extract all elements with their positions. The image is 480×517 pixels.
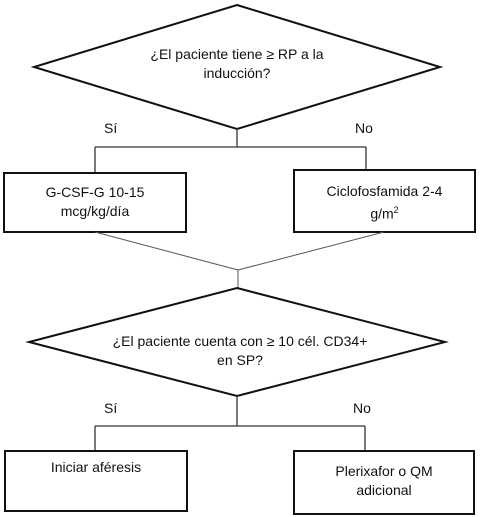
box-ciclofosfamida-line-1: Ciclofosfamida 2-4 [326,183,443,199]
box-g-csf [3,172,187,233]
box-ciclofosfamida-text: Ciclofosfamida 2-4 g/m2 [294,182,475,224]
box-ciclofosfamida-line-2: g/m2 [294,201,475,224]
unit-superscript: 2 [393,205,399,215]
unit-text: g/m [370,205,394,222]
decision-1-line-1: ¿El paciente tiene ≥ RP a la [150,46,324,62]
decision-1-text: ¿El paciente tiene ≥ RP a la inducción? [90,45,384,83]
box-g-csf-line-2: mcg/kg/día [60,203,130,219]
box-g-csf-line-1: G-CSF-G 10-15 [45,184,145,200]
branch-2-yes-label: Sí [104,400,118,416]
box-ciclofosfamida [293,169,476,233]
box-aferesis-text: Iniciar aféresis [5,458,187,477]
decision-2-line-2: en SP? [217,352,263,368]
box-plerixafor-line-2: adicional [356,482,412,498]
decision-1-line-2: inducción? [203,65,271,81]
decision-2-line-1: ¿El paciente cuenta con ≥ 10 cél. CD34+ [112,333,368,349]
box-aferesis [4,450,188,512]
decision-2-text: ¿El paciente cuenta con ≥ 10 cél. CD34+ … [60,332,420,370]
merge-line-right [237,231,385,271]
merge-line-left [94,231,239,271]
branch-1-yes-label: Sí [104,120,118,136]
box-plerixafor-line-1: Plerixafor o QM [335,463,433,479]
box-g-csf-text: G-CSF-G 10-15 mcg/kg/día [4,183,186,221]
box-plerixafor [293,450,475,515]
branch-2-no-label: No [353,400,371,416]
box-aferesis-line-1: Iniciar aféresis [50,459,142,475]
branch-1-no-label: No [355,120,373,136]
box-plerixafor-text: Plerixafor o QM adicional [294,462,474,500]
